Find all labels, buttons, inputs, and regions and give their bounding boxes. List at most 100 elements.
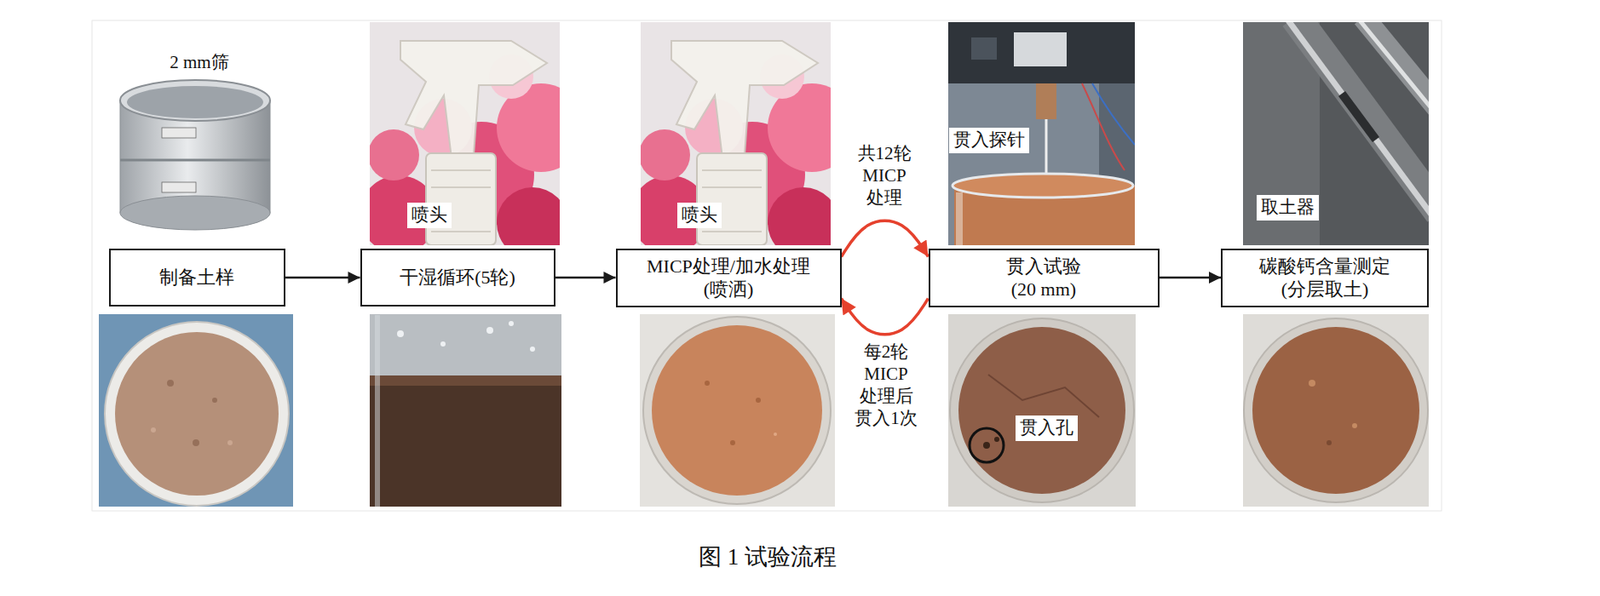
droplet [440,341,446,347]
spray-photo [630,22,857,259]
droplet [397,330,404,338]
soil-grain [730,440,736,446]
photo-ground [1243,314,1429,507]
soil-grain [212,397,218,403]
soil-surface [1252,327,1420,495]
photo-ground [639,314,835,507]
photo-ground [369,314,562,507]
cable [1092,83,1135,145]
penetration-hole [983,442,990,449]
box-text: 制备土样 [159,265,235,290]
box-text: 贯入试验 (20 mm) [1000,254,1088,302]
soil-grain [704,380,710,386]
photo-ground [948,314,1136,507]
flow-arrow [285,276,361,280]
soil-surface [958,327,1126,495]
photo-label: 贯入探针 [949,127,1030,153]
sprayer-head [400,40,547,159]
soil-photo [98,314,294,507]
soil-grain [150,427,156,433]
instrument-body [948,22,1135,84]
flow-arrow [1159,276,1222,280]
sieve-rim [120,80,271,121]
flower [369,129,420,181]
container [104,322,289,507]
photo-label: 取土器 [1256,195,1319,220]
box-text: MICP处理/加水处理 (喷洒) [635,254,822,302]
tube-highlight [1359,22,1429,113]
arrow-label: 每2轮 MICP 处理后 贯入1次 [854,340,918,431]
tube-highlight [1288,22,1429,215]
hole-marker [969,428,1004,463]
soil-grain [1308,379,1316,387]
droplet [529,346,536,352]
sampler-photo [1243,22,1429,246]
sieve-mesh [126,86,264,119]
tube-slot [1341,93,1376,140]
soil-surface [651,325,823,496]
flower [496,187,560,246]
cable [1082,83,1125,171]
process-box: 干湿循环(5轮) [360,248,556,307]
arrow-label: 共12轮 MICP 处理 [857,142,912,210]
jar-rim [952,173,1134,198]
cap-ridge [431,186,491,189]
sieve-plate [161,182,196,193]
instrument-panel [971,37,997,60]
cap-ridge [431,169,491,172]
soil-grain [773,432,777,437]
glass-wall [369,314,562,376]
soil-surface [115,332,279,496]
soil-column [369,375,562,507]
column-photo [369,314,562,507]
soil-grain [166,379,174,387]
container [1243,318,1428,503]
container [949,318,1134,503]
soil-photo [639,314,835,507]
photo-ground [948,22,1135,246]
process-box: 贯入试验 (20 mm) [928,248,1160,308]
photo-label: 喷头 [677,202,722,228]
sprayer-cap [425,153,496,246]
instrument-gauge [1013,32,1067,67]
jar-wall [955,192,963,246]
cycle-arrow [841,299,929,335]
glass-edge [374,315,380,507]
soil-photo [1243,314,1429,507]
droplet [508,321,514,327]
penetration-hole [994,437,1000,443]
process-box: 碳酸钙含量测定 (分层取土) [1220,248,1429,308]
soil-grain [227,440,233,446]
photo-label: 喷头 [407,202,452,228]
soil-crack [988,374,1100,418]
sieve-plate [161,127,196,139]
sieve-bottom [120,195,271,231]
box-text: 碳酸钙含量测定 (分层取土) [1246,254,1404,302]
figure-label: 2 mm筛 [165,50,233,75]
soil-grain [1326,440,1332,446]
figure-frame [92,20,1442,512]
process-box: MICP处理/加水处理 (喷洒) [615,248,842,308]
cycle-arrow [841,220,929,257]
flow-arrow [555,276,616,280]
container [643,316,831,505]
box-text: 干湿循环(5轮) [399,265,516,290]
spray-photo [369,22,560,246]
soil-layer [369,375,562,386]
soil-grain [1352,423,1358,429]
soil-photo [948,314,1136,507]
figure-caption: 图 1 试验流程 [698,541,837,573]
photo-ground [98,314,294,507]
sieve-picture [120,80,271,231]
soil-grain [755,397,761,403]
process-box: 制备土样 [109,248,286,307]
droplet [486,327,494,334]
soil-grain [192,439,200,447]
probe-holder [1035,83,1057,120]
probe-photo [948,22,1135,246]
sieve-band [120,159,271,162]
cap-ridge [431,230,491,233]
photo-label: 贯入孔 [1015,415,1078,441]
